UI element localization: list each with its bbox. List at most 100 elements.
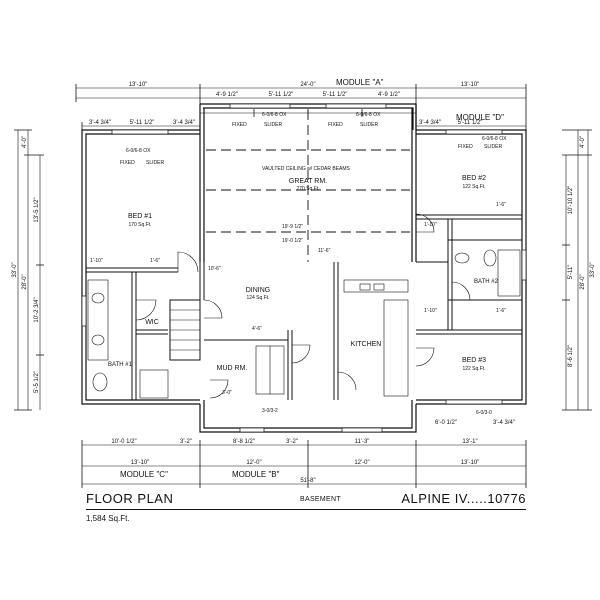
note-slider-1: SLIDER [264,122,282,128]
room-great-area: 270 Sq.Ft. [296,186,319,192]
svg-text:10'-6": 10'-6" [208,266,221,272]
room-dining-area: 124 Sq.Ft. [246,295,269,301]
room-wic-name: WIC [145,319,159,326]
plan-title: FLOOR PLAN [86,491,174,506]
svg-text:11'-6": 11'-6" [318,248,331,254]
room-kitchen-name: KITCHEN [351,341,382,348]
dim-right-a: 28'-0" [580,274,586,289]
dim-left-b: 4'-0" [22,136,28,148]
dim-bot-d: 13'-10" [461,460,480,466]
note-window-30: 3-0/3-2 [262,408,278,414]
dim-right-overall: 33'-0" [590,262,596,277]
dim-top-c3: 3'-4 3/4" [173,120,195,126]
dim-bot-overall: 51'-8" [300,478,315,484]
note-window-68-b: 6-0/6-8 OX [356,112,381,118]
note-fixed-4: FIXED [458,144,473,150]
note-slider-3: SLIDER [146,160,164,166]
dim-bot-s1: 10'-0 1/2" [111,439,136,445]
module-c-label: MODULE "C" [120,470,168,479]
note-window-68-d: 6-0/6-8 OX [482,136,507,142]
note-vaulted-ceiling: VAULTED CEILING w/ CEDAR BEAMS [262,166,351,172]
dim-bot-b1: 12'-0" [246,460,261,466]
room-bed2-name: BED #2 [462,175,486,182]
interior-walls [86,214,522,400]
svg-text:1'-6": 1'-6" [496,308,506,314]
svg-text:1'-10": 1'-10" [424,308,437,314]
dim-top-right: 13'-10" [461,82,480,88]
plan-notes: VAULTED CEILING w/ CEDAR BEAMS 19'-9 1/2… [120,112,507,416]
dim-top-seg1: 4'-9 1/2" [216,92,238,98]
svg-text:1'-10": 1'-10" [424,222,437,228]
svg-text:1'-10": 1'-10" [90,258,103,264]
interior-callouts: 10'-6" 11'-6" 4'-6" 3'-0" 1'-10" 1'-6" 1… [90,202,506,396]
module-b-label: MODULE "B" [232,470,280,479]
room-labels: GREAT RM. 270 Sq.Ft. BED #1 170 Sq.Ft. B… [108,175,499,372]
title-block: FLOOR PLAN BASEMENT ALPINE IV.....10776 [86,491,526,513]
room-mud-name: MUD RM. [217,365,248,372]
plan-level-label: BASEMENT [300,496,341,503]
dim-right-e: 8'-6 1/2" [568,345,574,367]
dim-top-c1: 3'-4 3/4" [89,120,111,126]
doors [135,213,471,399]
dim-bot-c: 13'-10" [131,460,150,466]
dim-bot-s4: 3'-2" [286,439,298,445]
dim-left-e: 5'-5 1/2" [34,371,40,393]
note-fixed-3: FIXED [120,160,135,166]
note-window-68-c: 6-0/6-8 OX [126,148,151,154]
note-window-60: 6-0/3-0 [476,410,492,416]
dim-left-c: 13'-5 1/2" [34,197,40,222]
room-great-name: GREAT RM. [289,178,327,185]
dimension-text: 24'-0" 13'-10" 13'-10" 4'-9 1/2" 5'-11 1… [89,82,515,484]
note-slider-2: SLIDER [360,122,378,128]
dim-top-seg4: 4'-9 1/2" [378,92,400,98]
dimension-lines [17,87,589,485]
title-underline [86,509,526,510]
fixtures [87,249,521,399]
dim-left-d: 10'-2 3/4" [34,297,40,322]
dim-left-overall: 33'-0" [12,262,18,277]
dim-top-seg2: 5'-11 1/2" [269,92,294,98]
room-bath2-name: BATH #2 [474,279,499,285]
svg-text:1'-6": 1'-6" [496,202,506,208]
note-beam-span-1: 19'-9 1/2" [282,224,303,230]
room-bed1-name: BED #1 [128,213,152,220]
dim-bot-s7: 6'-0 1/2" [435,420,457,426]
note-window-68-a: 6-0/6-8 OX [262,112,287,118]
dim-top-seg3: 5'-11 1/2" [323,92,348,98]
note-fixed-2: FIXED [328,122,343,128]
dim-top-overall: 24'-0" [300,82,315,88]
svg-text:3'-0": 3'-0" [222,390,232,396]
plan-total-area: 1,584 Sq.Ft. [86,514,130,523]
room-dining-name: DINING [246,287,271,294]
dim-top-left: 13'-10" [129,82,148,88]
dim-bot-s8: 3'-4 3/4" [493,420,515,426]
svg-text:4'-6": 4'-6" [252,326,262,332]
dim-top-d2: 3'-4 3/4" [419,120,441,126]
dim-right-b: 4'-0" [580,136,586,148]
room-bath1-name: BATH #1 [108,362,133,368]
windows [81,103,527,433]
dim-bot-s6: 13'-1" [462,439,477,445]
cedar-beams [206,110,410,262]
dim-right-c: 10'-10 1/2" [568,186,574,215]
dim-bot-s3: 8'-8 1/2" [233,439,255,445]
dim-left-a: 28'-0" [22,274,28,289]
room-bed3-area: 122 Sq.Ft. [462,366,485,372]
dim-bot-b2: 12'-0" [354,460,369,466]
module-d-label: MODULE "D" [456,113,504,122]
note-beam-span-2: 19'-0 1/2" [282,238,303,244]
plan-model-name: ALPINE IV.....10776 [401,491,526,506]
module-labels: MODULE "A" MODULE "D" MODULE "C" MODULE … [120,78,504,479]
vertical-dimension-text: 33'-0" 28'-0" 4'-0" 13'-5 1/2" 10'-2 3/4… [12,136,596,393]
room-bed3-name: BED #3 [462,357,486,364]
dim-right-d: 5'-11" [568,265,574,280]
dim-top-d1: 5'-11 1/2" [458,120,483,126]
note-fixed-1: FIXED [232,122,247,128]
dimension-ticks [14,84,592,488]
room-bed1-area: 170 Sq.Ft. [128,222,151,228]
svg-text:1'-6": 1'-6" [150,258,160,264]
dim-top-c2: 5'-11 1/2" [130,120,155,126]
note-slider-4: SLIDER [484,144,502,150]
dim-bot-s2: 3'-2" [180,439,192,445]
